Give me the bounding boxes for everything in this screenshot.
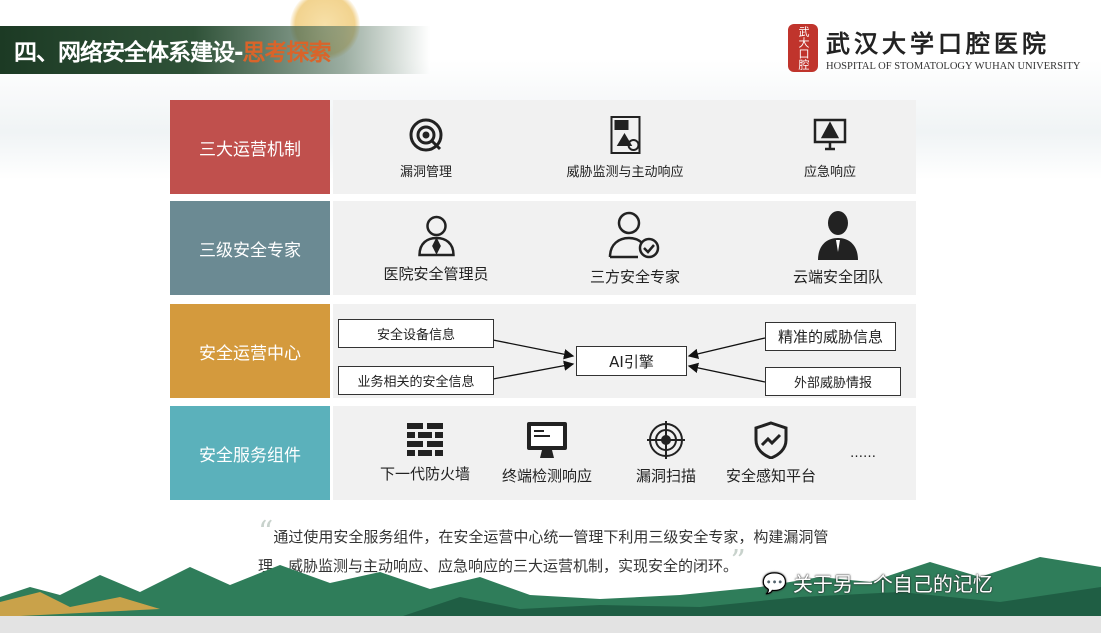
row-experts: 三级安全专家 医院安全管理员 三方安全专家 云端安全团队	[170, 201, 916, 295]
hospital-logo: 武大口腔 武汉大学口腔医院 HOSPITAL OF STOMATOLOGY WUH…	[788, 24, 1080, 72]
close-quote-icon: ”	[730, 544, 746, 579]
item-label: 医院安全管理员	[383, 264, 489, 283]
scan-target-icon	[646, 420, 685, 459]
item-label: 漏洞扫描	[635, 466, 697, 485]
title-text: 四、网络安全体系建设-	[14, 40, 244, 66]
firewall-icon	[406, 422, 443, 456]
page-title: 四、网络安全体系建设-思考探索	[0, 26, 430, 74]
flow-arrows	[492, 337, 766, 383]
vulnerability-gear-icon	[409, 118, 443, 151]
item-label: 威胁监测与主动响应	[566, 164, 684, 180]
item-hospital-admin: 医院安全管理员	[383, 201, 489, 295]
watermark-text: 关于另一个自己的记忆	[792, 572, 993, 596]
logo-name-cn: 武汉大学口腔医院	[826, 29, 1050, 58]
quote-text: 通过使用安全服务组件，在安全运营中心统一管理下利用三级安全专家，构建漏洞管理、威…	[258, 528, 829, 575]
verified-user-icon	[608, 211, 660, 258]
logo-name-en: HOSPITAL OF STOMATOLOGY WUHAN UNIVERSITY	[826, 61, 1081, 72]
threat-monitor-document-icon	[609, 115, 640, 154]
summary-quote: “通过使用安全服务组件，在安全运营中心统一管理下利用三级安全专家，构建漏洞管理、…	[258, 518, 858, 581]
shield-trend-icon	[754, 420, 788, 459]
item-label: 应急响应	[803, 164, 857, 180]
row-operations: 三大运营机制 漏洞管理 威胁监测与主动响应 应急响应	[170, 100, 916, 194]
footer-bar	[0, 616, 1101, 633]
item-label: 云端安全团队	[792, 267, 884, 286]
row-components: 安全服务组件 下一代防火墙 终端检测响应 漏洞扫描 安全感知平台 ……	[170, 406, 916, 500]
endpoint-monitor-icon	[526, 421, 567, 458]
item-emergency: 应急响应	[804, 100, 856, 194]
item-situation-awareness: 安全感知平台	[726, 406, 816, 500]
team-user-icon	[817, 210, 858, 260]
input-external-threat-intel: 外部威胁情报	[765, 367, 901, 396]
item-cloud-team: 云端安全团队	[793, 201, 883, 295]
row-label: 三大运营机制	[170, 100, 330, 194]
ai-engine-box: AI引擎	[576, 346, 687, 376]
item-third-party: 三方安全专家	[590, 201, 680, 295]
mountain-decoration	[0, 557, 1101, 617]
row-label: 三级安全专家	[170, 201, 330, 295]
item-edr: 终端检测响应	[502, 406, 592, 500]
item-firewall: 下一代防火墙	[380, 406, 470, 500]
input-precise-threat-info: 精准的威胁信息	[765, 322, 896, 351]
wechat-icon: 💬	[762, 570, 787, 595]
open-quote-icon: “	[258, 515, 274, 550]
item-label: 三方安全专家	[589, 267, 681, 286]
row-soc: 安全运营中心 安全设备信息 业务相关的安全信息 精准的威胁信息 外部威胁情报 A…	[170, 304, 916, 398]
input-security-device-info: 安全设备信息	[338, 319, 494, 348]
alert-monitor-icon	[813, 118, 847, 150]
ellipsis-icon: ……	[850, 445, 876, 461]
item-label: 安全感知平台	[725, 466, 817, 485]
input-business-security-info: 业务相关的安全信息	[338, 366, 494, 395]
item-threat-monitor: 威胁监测与主动响应	[566, 100, 684, 194]
item-more: ……	[850, 406, 876, 500]
item-label: 终端检测响应	[501, 466, 593, 485]
seal-icon: 武大口腔	[788, 24, 818, 72]
title-highlight: 思考探索	[242, 40, 332, 66]
row-label: 安全运营中心	[170, 304, 330, 398]
watermark: 💬关于另一个自己的记忆	[762, 568, 993, 597]
row-label: 安全服务组件	[170, 406, 330, 500]
item-vuln-mgmt: 漏洞管理	[400, 100, 452, 194]
item-label: 下一代防火墙	[379, 464, 471, 483]
admin-user-icon	[417, 215, 455, 256]
item-label: 漏洞管理	[399, 164, 453, 180]
item-vuln-scan: 漏洞扫描	[636, 406, 696, 500]
